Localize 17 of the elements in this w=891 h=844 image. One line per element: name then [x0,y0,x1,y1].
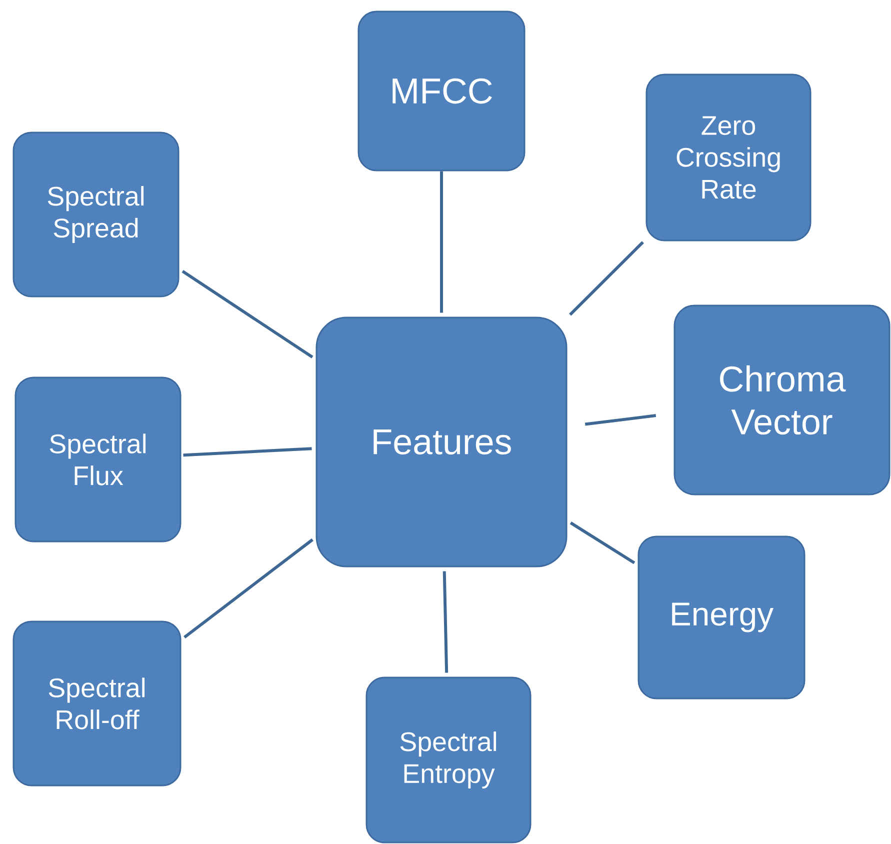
connector-line [570,522,636,564]
connector-line [182,270,314,358]
feature-box: Spectral Entropy [366,676,532,844]
feature-box: Spectral Spread [12,132,180,298]
connector-line [569,241,644,316]
feature-box: Features [316,316,568,568]
feature-box: Zero Crossing Rate [646,74,812,242]
feature-box: Spectral Flux [14,376,182,542]
connector-line [442,571,448,673]
feature-box: MFCC [358,10,526,172]
connector-line [584,414,656,426]
connector-line [184,538,314,638]
connector-line [183,447,312,457]
feature-box: Spectral Roll-off [12,620,182,786]
connector-line [440,171,443,313]
feature-box: Energy [638,536,806,700]
feature-box: Chroma Vector [674,304,890,496]
